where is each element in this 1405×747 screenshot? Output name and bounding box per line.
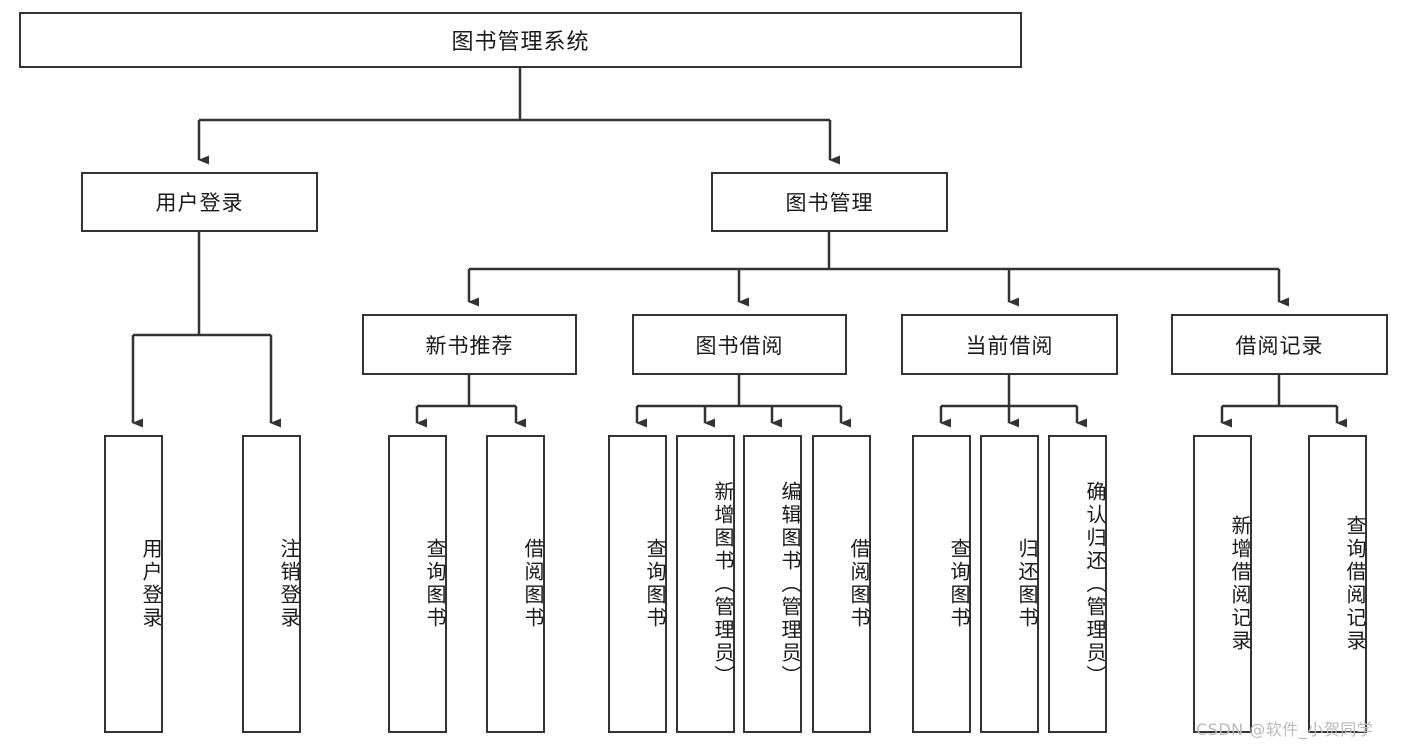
- leaf-record-add-borrow-record[interactable]: 新增借阅记录: [1193, 435, 1252, 733]
- leaf-recommend-query-book[interactable]: 查询图书: [388, 435, 447, 733]
- leaf-borrow-query-book[interactable]: 查询图书: [608, 435, 667, 733]
- node-root-system[interactable]: 图书管理系统: [19, 12, 1022, 68]
- node-new-book-recommend[interactable]: 新书推荐: [362, 314, 577, 375]
- node-book-borrow[interactable]: 图书借阅: [632, 314, 847, 375]
- leaf-borrow-edit-book-admin[interactable]: 编辑图书（管理员）: [743, 435, 802, 733]
- watermark-text: CSDN @软件_小贺同学: [1196, 720, 1374, 739]
- leaf-current-query-book[interactable]: 查询图书: [912, 435, 971, 733]
- leaf-recommend-borrow-book[interactable]: 借阅图书: [486, 435, 545, 733]
- node-book-management[interactable]: 图书管理: [711, 172, 948, 232]
- leaf-current-confirm-return-admin[interactable]: 确认归还（管理员）: [1048, 435, 1107, 733]
- leaf-record-query-borrow-record[interactable]: 查询借阅记录: [1308, 435, 1367, 733]
- leaf-borrow-add-book-admin[interactable]: 新增图书（管理员）: [676, 435, 735, 733]
- leaf-borrow-borrow-book[interactable]: 借阅图书: [812, 435, 871, 733]
- leaf-user-login[interactable]: 用户登录: [104, 435, 163, 733]
- leaf-user-logout[interactable]: 注销登录: [242, 435, 301, 733]
- leaf-current-return-book[interactable]: 归还图书: [980, 435, 1039, 733]
- node-borrow-record[interactable]: 借阅记录: [1171, 314, 1388, 375]
- node-user-login[interactable]: 用户登录: [81, 172, 318, 232]
- node-current-borrow[interactable]: 当前借阅: [901, 314, 1118, 375]
